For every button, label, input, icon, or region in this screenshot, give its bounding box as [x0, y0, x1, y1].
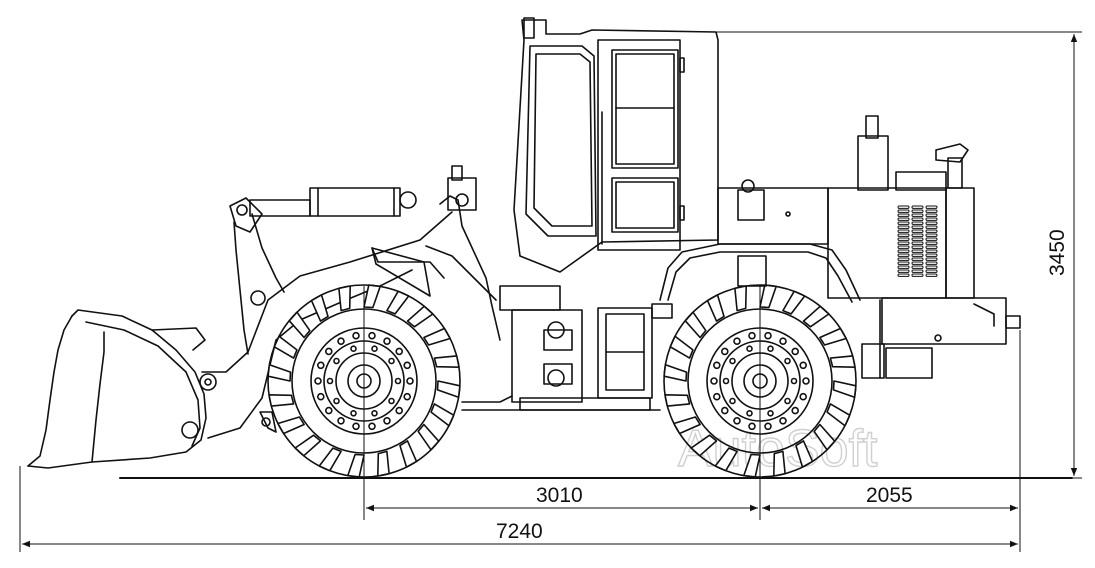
- dimension-overall-height: 3450: [1046, 34, 1078, 476]
- axle-reference-lines: [363, 31, 1082, 552]
- dimension-overall-length: 7240: [19, 478, 1018, 552]
- bucket: [27, 309, 217, 469]
- cab: [513, 17, 719, 273]
- ground-line: [19, 466, 1073, 479]
- dimension-wheelbase: 3010: [366, 484, 758, 512]
- engine-grille: [897, 205, 938, 277]
- chassis: [461, 285, 673, 411]
- dimension-rear-overhang: 2055: [762, 484, 1018, 512]
- engine-hood: [717, 115, 975, 299]
- dimension-overall-height-label: 3450: [1046, 229, 1069, 276]
- counterweight: [861, 297, 1021, 379]
- rear-wheel: [663, 284, 857, 478]
- dimension-overall-length-label: 7240: [496, 520, 543, 543]
- dimension-rear-overhang-label: 2055: [866, 484, 913, 507]
- dimension-wheelbase-label: 3010: [536, 484, 583, 507]
- lift-arm: [201, 165, 501, 439]
